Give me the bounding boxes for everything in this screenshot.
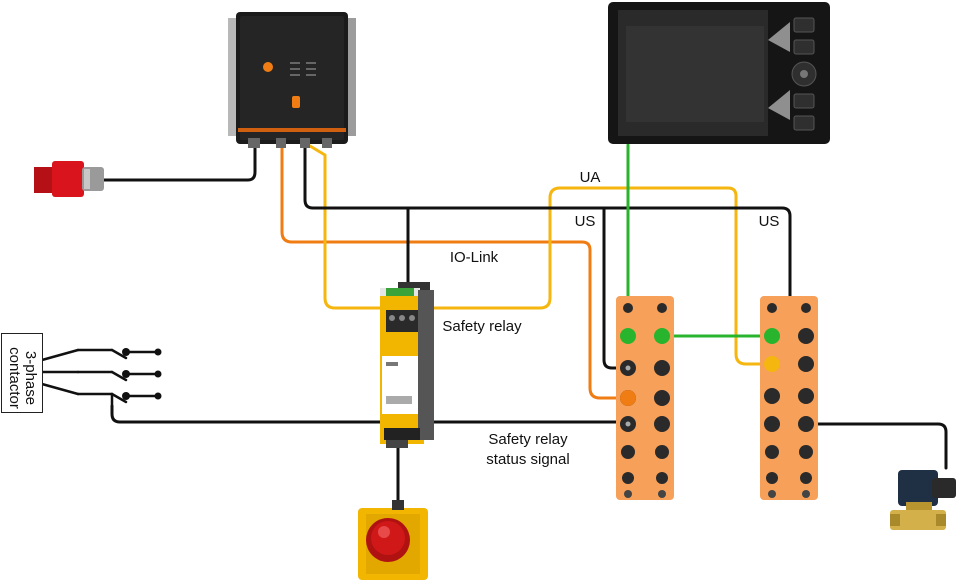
diagram-labels: UA US US IO-Link Safety relay Safety rel… [442,169,779,468]
label-safety-relay: Safety relay [442,318,522,335]
label-status-line2: status signal [486,451,569,468]
wire-valve [804,422,948,470]
wire-ua [303,141,774,366]
contactor-label: 3-phase contactor [6,347,39,409]
power-plug-icon [34,161,104,197]
wires [102,141,948,512]
wire-us-bus [303,141,792,310]
contactor-wiring [40,348,160,410]
safety-relay-icon [380,282,434,448]
wire-io-link [280,141,630,400]
io-module-icon [616,296,674,500]
emergency-stop-icon [358,500,428,580]
label-io-link: IO-Link [450,249,499,266]
contactor-label-box: 3-phase contactor [1,333,43,413]
label-us-left: US [575,213,596,230]
wire-status-signal [110,404,630,424]
solenoid-valve-icon [890,470,956,530]
label-status-line1: Safety relay [488,431,568,448]
io-module-icon [760,296,818,500]
controller-box-icon [228,12,356,148]
display-panel-icon [608,2,830,144]
label-us-right: US [759,213,780,230]
contactor-terminals [122,348,162,400]
label-ua: UA [580,169,601,186]
wire-us-left [602,206,630,370]
wire-plug-power [102,141,257,182]
